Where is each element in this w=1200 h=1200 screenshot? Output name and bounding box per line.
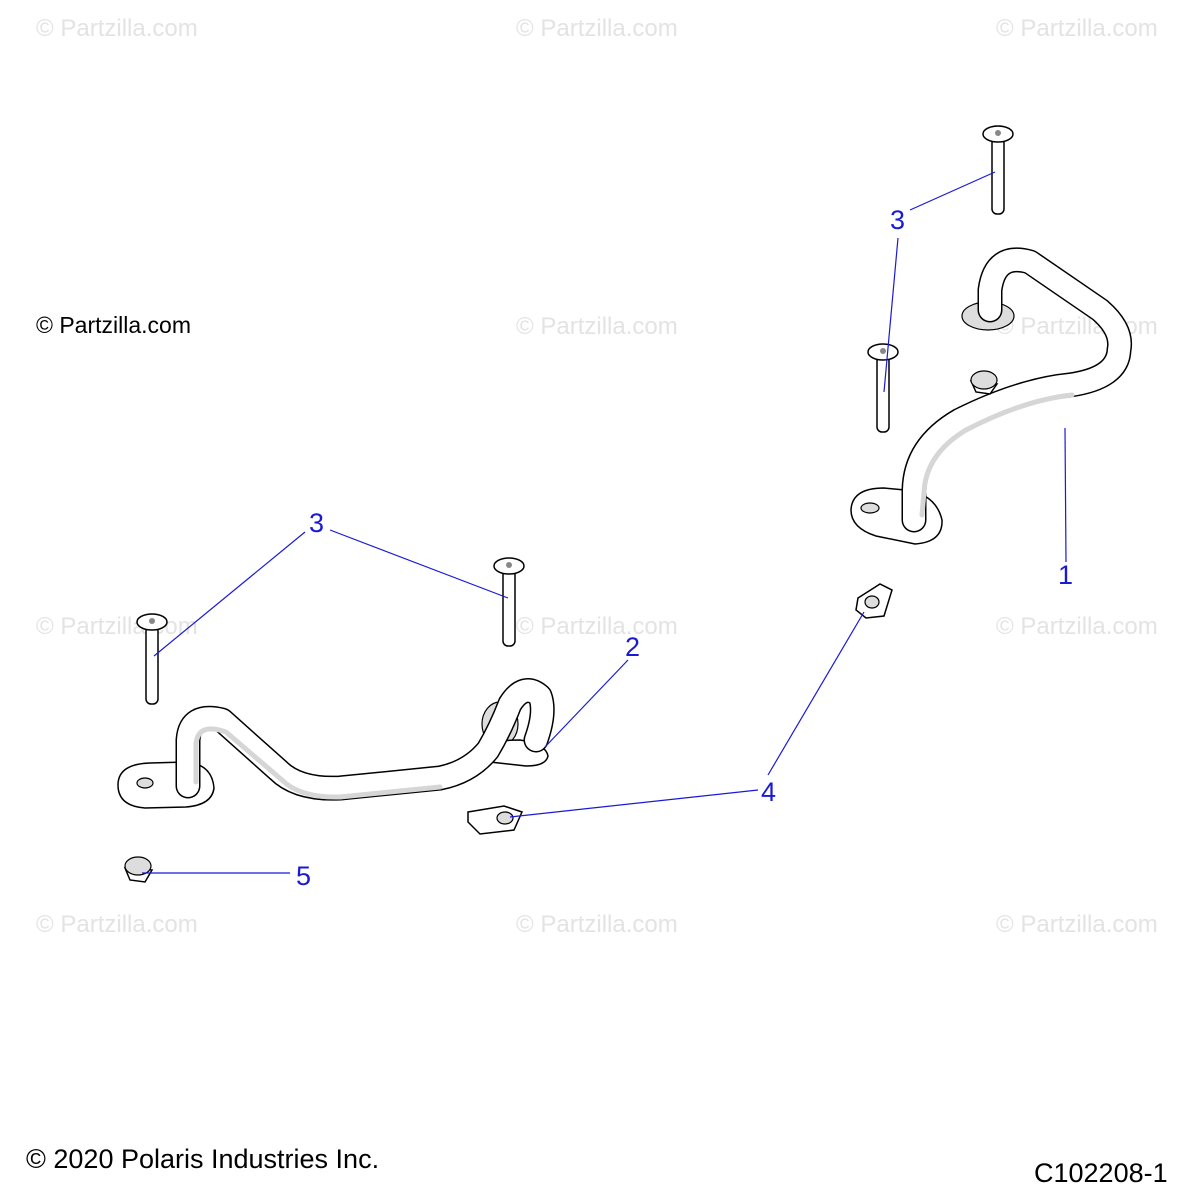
watermark: © Partzilla.com <box>36 15 198 42</box>
watermark: © Partzilla.com <box>996 15 1158 42</box>
leader-lines <box>142 171 1067 874</box>
callout-part-3-lower: 3 <box>309 508 324 538</box>
screw-center-left <box>493 557 525 647</box>
callout-part-5: 5 <box>296 861 311 891</box>
watermark: © Partzilla.com <box>516 15 678 42</box>
watermark: © Partzilla.com <box>36 613 198 640</box>
partzilla-notice: © Partzilla.com <box>36 312 191 338</box>
watermark-grid: © Partzilla.com © Partzilla.com © Partzi… <box>36 15 1158 938</box>
callout-labels: 1 2 3 3 4 5 <box>296 205 1073 891</box>
watermark: © Partzilla.com <box>36 911 198 938</box>
callout-part-1: 1 <box>1058 560 1073 590</box>
grab-handle-left <box>117 678 555 809</box>
screw-upper-right <box>982 125 1014 215</box>
callout-part-2: 2 <box>625 632 640 662</box>
watermark: © Partzilla.com <box>516 613 678 640</box>
grommet-nut-left <box>123 856 154 883</box>
screw-mid-right <box>867 343 899 433</box>
clip-nut-upper <box>855 583 893 619</box>
watermark: © Partzilla.com <box>516 313 678 340</box>
grab-handle-right <box>850 247 1133 545</box>
callout-part-3-upper: 3 <box>890 205 905 235</box>
watermark: © Partzilla.com <box>516 911 678 938</box>
copyright-text: © 2020 Polaris Industries Inc. <box>26 1144 380 1174</box>
screw-left <box>136 613 168 705</box>
callout-part-4: 4 <box>761 777 776 807</box>
watermark: © Partzilla.com <box>996 613 1158 640</box>
clip-nut-lower <box>467 805 524 835</box>
diagram-code: C102208-1 <box>1034 1158 1168 1188</box>
watermark: © Partzilla.com <box>996 313 1158 340</box>
watermark: © Partzilla.com <box>996 911 1158 938</box>
grommet-nut-right <box>969 370 999 395</box>
